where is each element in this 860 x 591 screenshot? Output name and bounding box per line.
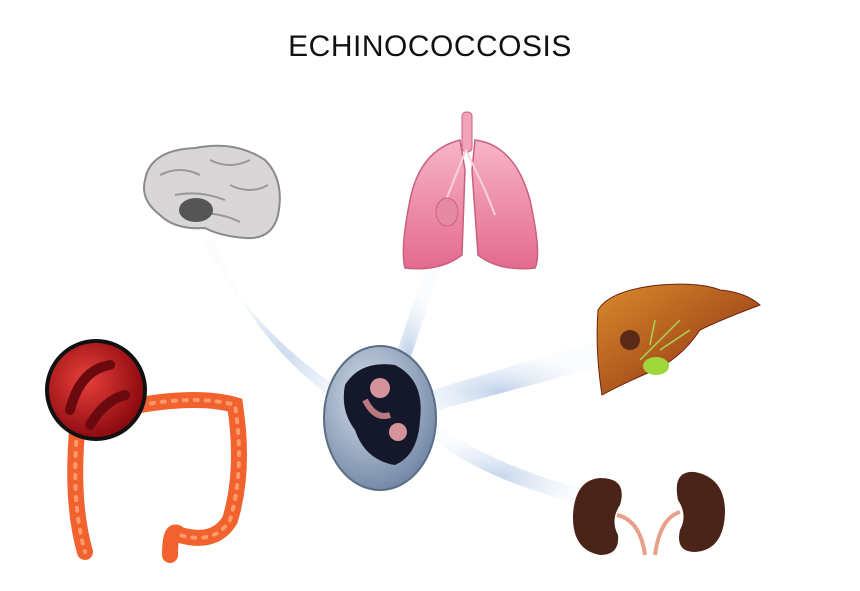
hydatid-cyst bbox=[323, 345, 437, 491]
magnified-worms bbox=[45, 339, 147, 441]
lungs bbox=[402, 111, 539, 270]
gallbladder bbox=[643, 357, 669, 375]
liver-cyst bbox=[620, 330, 640, 350]
brain-cyst bbox=[179, 198, 213, 222]
brain bbox=[143, 144, 281, 240]
kidneys bbox=[572, 471, 725, 556]
intestine bbox=[67, 392, 247, 563]
liver bbox=[596, 283, 761, 396]
diagram-title: ECHINOCOCCOSIS bbox=[288, 30, 572, 63]
lung-cyst bbox=[435, 197, 459, 227]
